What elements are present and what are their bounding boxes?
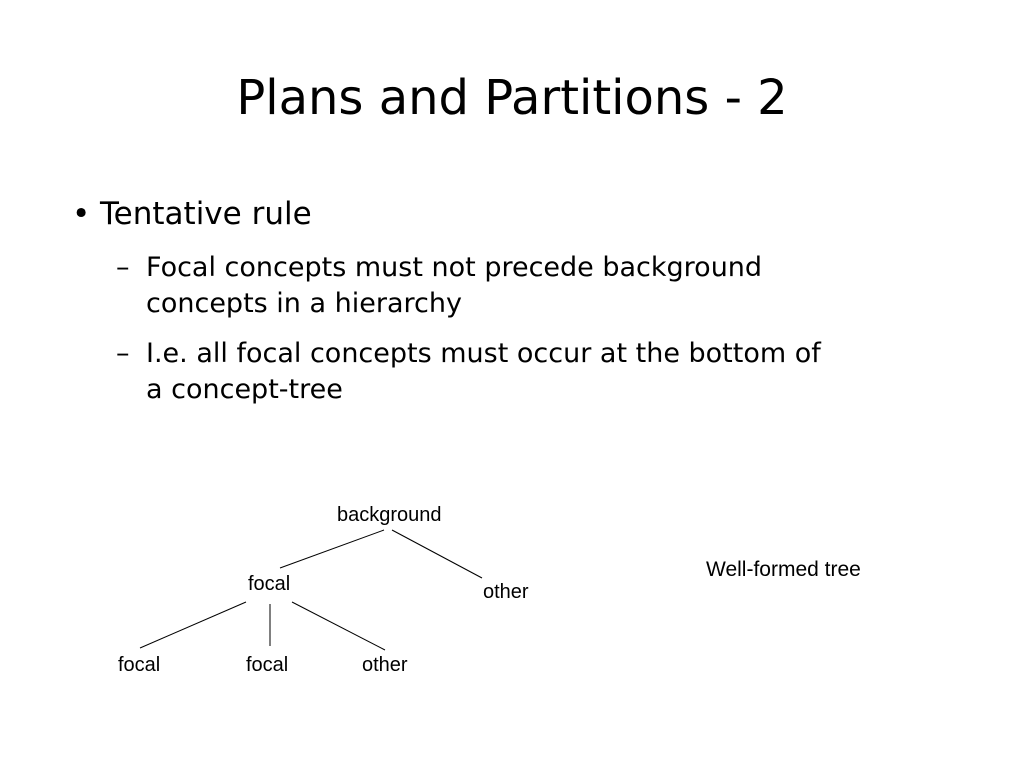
tree-node-background: background <box>337 504 442 526</box>
edge-focal-other <box>291 601 386 651</box>
sub-bullet-dash: – <box>116 338 130 369</box>
tree-caption: Well-formed tree <box>706 558 861 581</box>
edge-background-focal <box>279 529 385 569</box>
tree-node-focal-leaf: focal <box>118 654 160 676</box>
sub-bullet-dash: – <box>116 252 130 283</box>
sub-bullet-line: concepts in a hierarchy <box>146 288 462 319</box>
tree-node-other-leaf: other <box>362 654 408 676</box>
sub-bullet-line: I.e. all focal concepts must occur at th… <box>146 338 821 369</box>
sub-bullet-focal-bottom: – I.e. all focal concepts must occur at … <box>116 336 972 408</box>
tree-node-other: other <box>483 581 529 603</box>
bullet-dot: • <box>72 196 91 232</box>
slide-body: • Tentative rule – Focal concepts must n… <box>72 192 972 408</box>
tree-node-focal: focal <box>248 573 290 595</box>
sub-bullet-line: a concept-tree <box>146 374 343 405</box>
sub-bullet-line: Focal concepts must not precede backgrou… <box>146 252 763 283</box>
sub-bullet-focal-precede: – Focal concepts must not precede backgr… <box>116 250 972 322</box>
bullet-tentative-rule: • Tentative rule <box>72 192 972 236</box>
bullet-text: Tentative rule <box>100 196 312 232</box>
edge-background-other <box>391 529 483 579</box>
edge-focal-focal-left <box>139 601 247 649</box>
slide-title: Plans and Partitions - 2 <box>236 70 788 126</box>
tree-node-focal-leaf: focal <box>246 654 288 676</box>
